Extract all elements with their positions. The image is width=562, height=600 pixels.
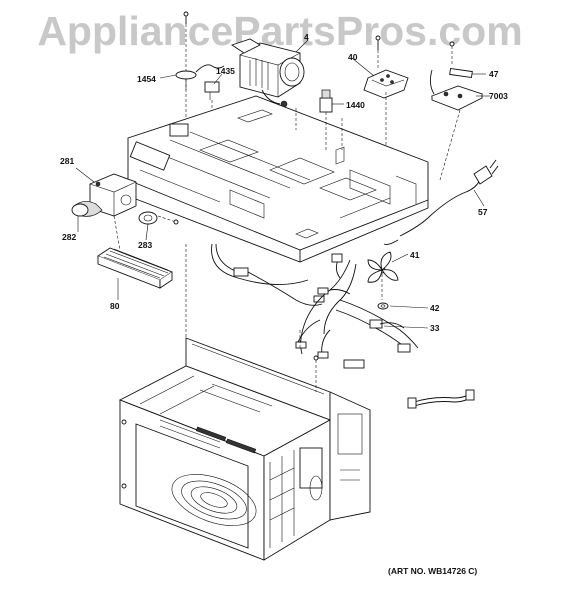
callout-57: 57 — [478, 207, 488, 217]
callout-41: 41 — [410, 250, 420, 260]
art-number: (ART NO. WB14726 C) — [388, 566, 478, 576]
grille-80 — [97, 247, 173, 289]
nut-42 — [377, 302, 389, 310]
callout-47: 47 — [489, 69, 499, 79]
callout-80: 80 — [110, 301, 120, 311]
chassis-tray — [127, 95, 429, 263]
blower-motor-part — [230, 38, 305, 108]
callout-1454: 1454 — [137, 74, 156, 84]
screw-right — [375, 35, 381, 70]
callout-33: 33 — [430, 323, 440, 333]
power-cord-57 — [383, 159, 499, 245]
oven-cavity — [118, 330, 371, 561]
board-part-7003 — [429, 69, 484, 111]
callout-4: 4 — [304, 32, 309, 42]
callout-281: 281 — [60, 156, 74, 166]
callout-42: 42 — [430, 303, 440, 313]
thermostat-part — [175, 64, 225, 90]
callout-282: 282 — [62, 232, 76, 242]
socket-283 — [138, 211, 179, 225]
relay-part-40 — [363, 69, 409, 170]
jumper-wire — [407, 389, 475, 409]
fuse-part-47 — [449, 41, 473, 79]
bracket-1440 — [319, 89, 333, 113]
callout-40: 40 — [348, 52, 358, 62]
fan-blade-41 — [367, 251, 399, 300]
wire-loop — [211, 243, 325, 306]
callout-283: 283 — [138, 240, 152, 250]
assembly-guide-lines — [113, 108, 461, 340]
callout-7003: 7003 — [489, 91, 508, 101]
callout-1440: 1440 — [346, 100, 365, 110]
bulb-282 — [71, 201, 103, 217]
watermark: AppliancePartsPros.com — [37, 8, 523, 54]
callout-1435: 1435 — [216, 66, 235, 76]
callout-leaders — [75, 39, 490, 329]
wire-harness-33 — [295, 253, 419, 369]
